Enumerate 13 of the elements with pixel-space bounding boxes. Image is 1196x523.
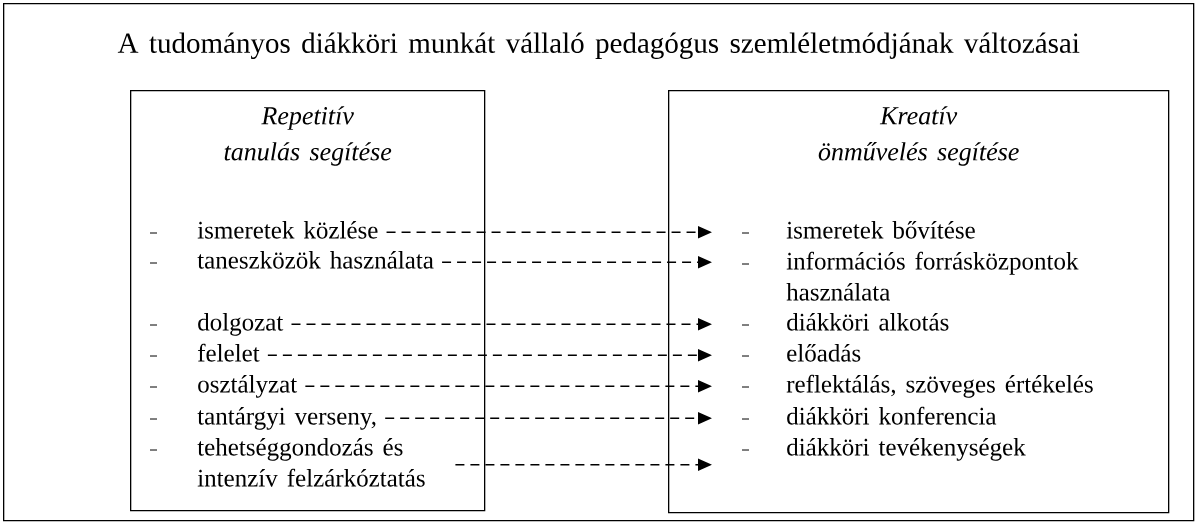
list-item: diákköri konferencia bbox=[787, 406, 997, 425]
list-item: előadás bbox=[787, 344, 861, 362]
list-item: ismeretek bővítése bbox=[786, 221, 975, 239]
list-item: tantárgyi verseny, bbox=[197, 407, 376, 430]
list-item: ismeretek közlése bbox=[197, 221, 378, 239]
list-item: tehetséggondozás és intenzív felzárkóztatás bbox=[197, 438, 425, 487]
list-item: felelet bbox=[198, 343, 260, 362]
list-item: diákköri alkotás bbox=[787, 313, 949, 331]
list-item: taneszközök használata bbox=[197, 251, 434, 269]
list-item: reflektálás, szöveges értékelés bbox=[786, 374, 1093, 398]
list-item: osztályzat bbox=[198, 375, 298, 398]
list-item: dolgozat bbox=[198, 313, 284, 336]
list-item: diákköri tevékenységek bbox=[787, 438, 1026, 461]
